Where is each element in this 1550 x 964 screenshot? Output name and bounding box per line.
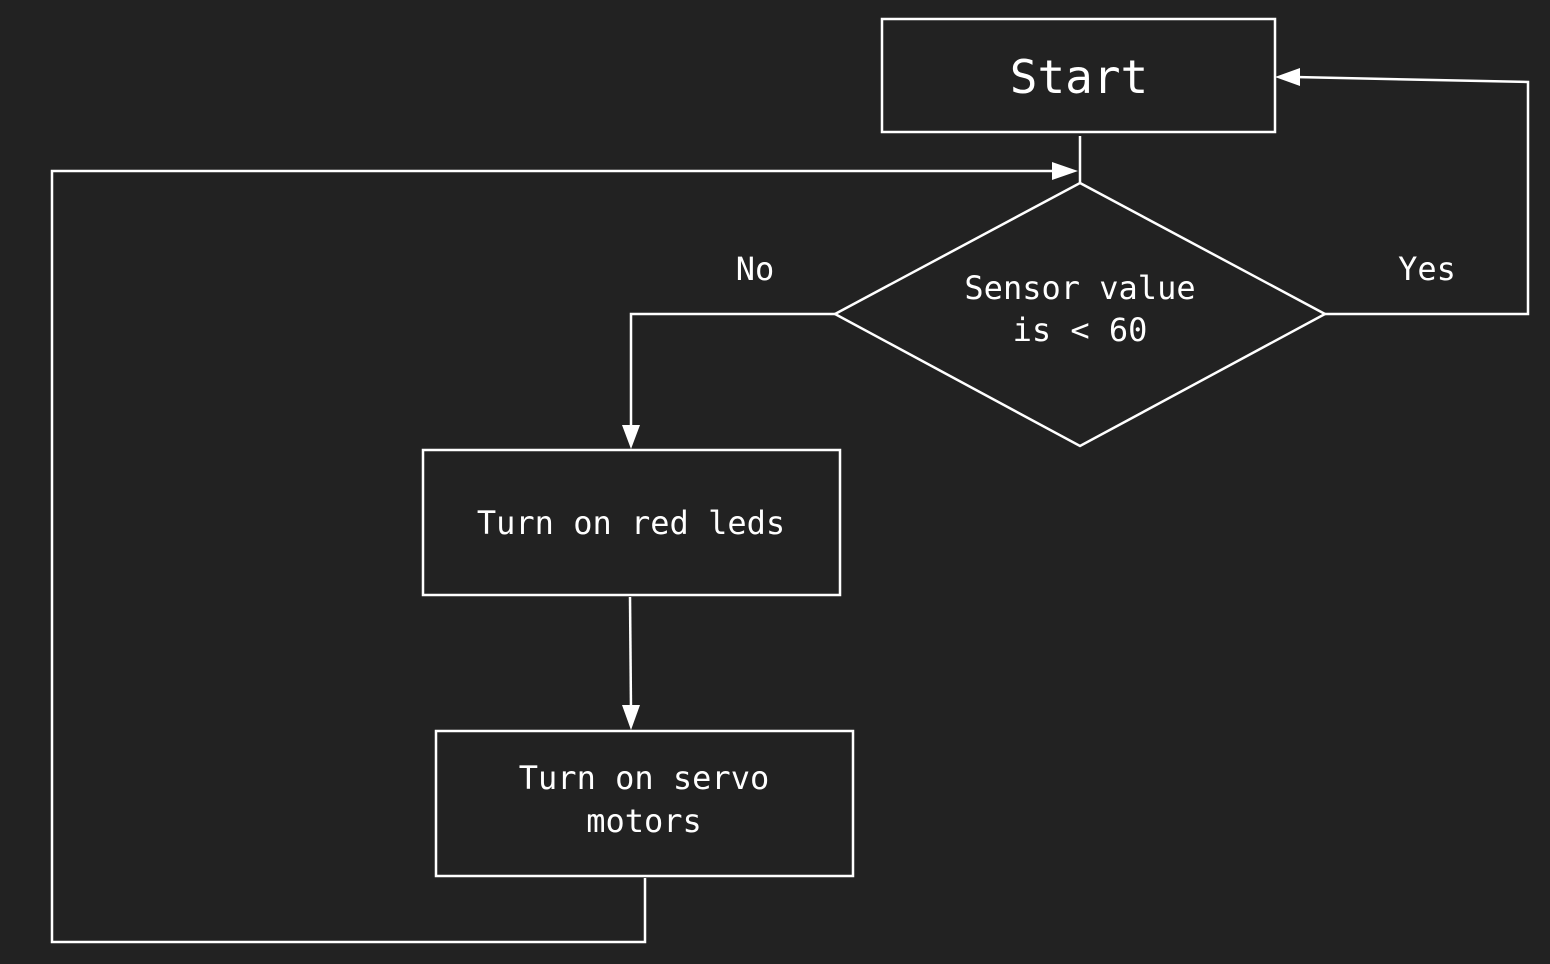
servo-box bbox=[434, 729, 855, 878]
connector-no-branch bbox=[629, 312, 835, 430]
red-leds-box bbox=[421, 448, 842, 597]
red-leds-label: Turn on red leds bbox=[477, 504, 785, 542]
arrowhead-to-servo bbox=[622, 705, 640, 730]
connector-red-leds-to-servo bbox=[628, 596, 633, 711]
decision-diamond bbox=[832, 181, 1328, 448]
decision-label-line1: Sensor value bbox=[964, 269, 1195, 307]
servo-label-line2: motors bbox=[586, 802, 702, 840]
yes-branch-label: Yes bbox=[1398, 250, 1456, 288]
connector-loop-back bbox=[50, 169, 1055, 944]
connector-yes-branch bbox=[1294, 75, 1530, 316]
start-box bbox=[880, 17, 1277, 134]
servo-label-line1: Turn on servo bbox=[519, 759, 769, 797]
arrowhead-loop-to-decision bbox=[1052, 162, 1078, 180]
start-label: Start bbox=[1010, 50, 1148, 104]
arrowhead-to-start bbox=[1275, 68, 1300, 86]
no-branch-label: No bbox=[736, 250, 775, 288]
arrowhead-to-red-leds bbox=[622, 425, 640, 449]
decision-label-line2: is < 60 bbox=[1013, 311, 1148, 349]
